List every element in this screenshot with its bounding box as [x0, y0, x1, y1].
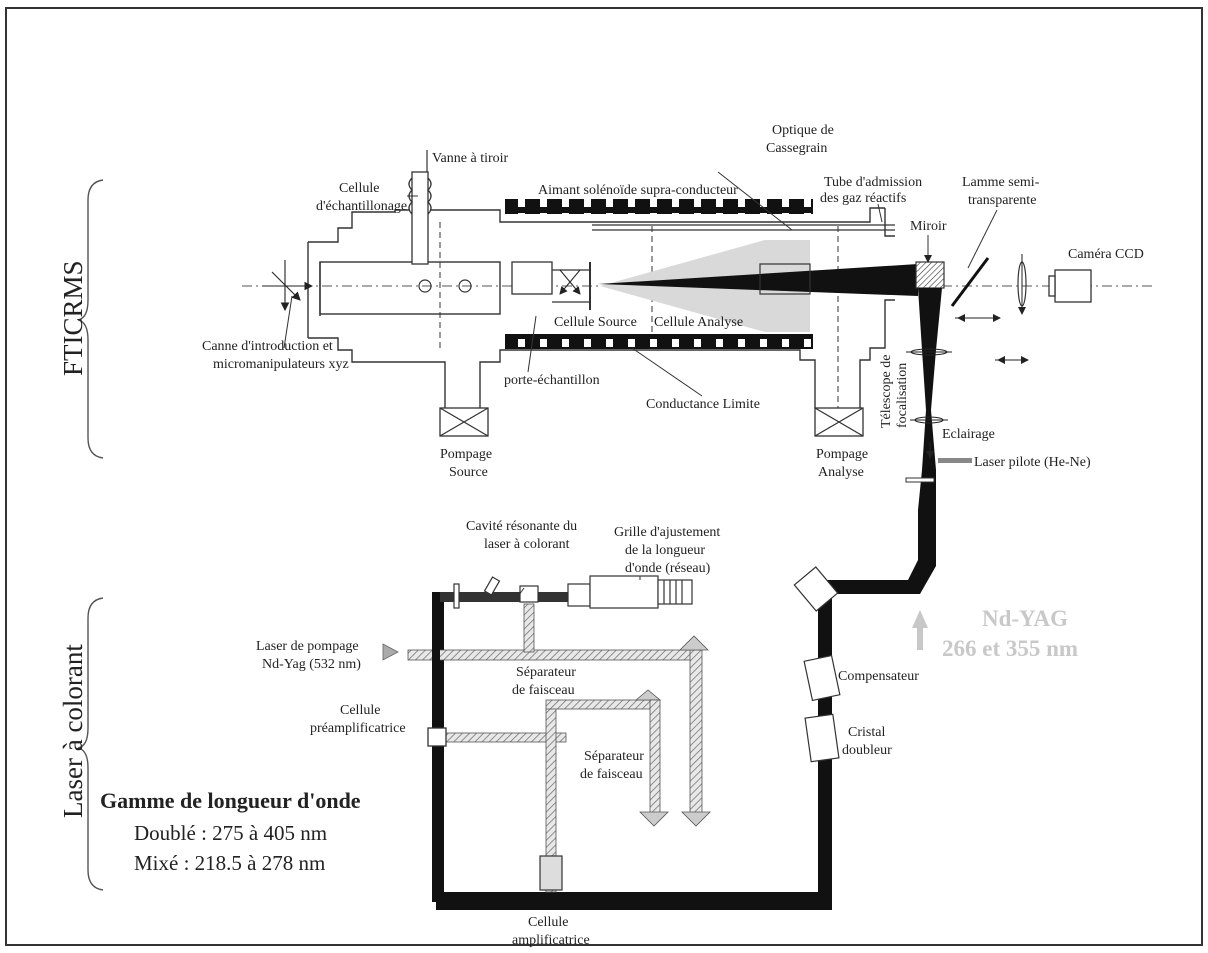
compensateur-crystal: [803, 654, 841, 702]
cellule-amplificatrice: [539, 855, 563, 891]
label-lamme-1: Lamme semi-: [962, 175, 1040, 190]
cellule-preamplificatrice: [427, 727, 447, 747]
pompage-source-box: [439, 407, 489, 437]
label-eclairage: Eclairage: [942, 427, 995, 442]
label-grille-1: Grille d'ajustement: [614, 525, 720, 540]
label-pompage-laser-2: Nd-Yag (532 nm): [262, 657, 361, 672]
miroir: [915, 261, 945, 289]
label-canne-2: micromanipulateurs xyz: [213, 357, 349, 372]
label-grille-3: d'onde (réseau): [625, 561, 711, 576]
label-ampli-1: Cellule: [528, 915, 568, 930]
label-cell-analyse: Cellule Analyse: [654, 315, 743, 330]
side-label-dye-laser: Laser à colorant: [58, 644, 88, 818]
canne-arrows: [262, 260, 314, 312]
wavelength-range-doubled: Doublé : 275 à 405 nm: [134, 821, 327, 845]
lamme-semi-transparente: [950, 257, 990, 307]
label-pompage-analyse-1: Pompage: [816, 447, 868, 462]
telescope-lenses: [906, 348, 952, 424]
sample-cell: [511, 261, 553, 295]
camera-ccd: [1048, 269, 1092, 303]
label-cellule-echant-2: d'échantillonage: [316, 199, 407, 214]
laser-beam-cassegrain: [598, 264, 918, 296]
label-vanne: Vanne à tiroir: [432, 151, 509, 166]
label-cavite-1: Cavité résonante du: [466, 519, 577, 534]
wavelength-range-mixed: Mixé : 218.5 à 278 nm: [134, 851, 325, 875]
wavelength-range-title: Gamme de longueur d'onde: [100, 788, 361, 813]
label-conductance: Conductance Limite: [646, 397, 760, 412]
label-miroir: Miroir: [910, 219, 947, 234]
label-pompage-source-2: Source: [449, 465, 488, 480]
label-canne-1: Canne d'introduction et: [202, 339, 333, 354]
label-laser-pilote: Laser pilote (He-Ne): [974, 455, 1091, 470]
pump-arrow-icon: [382, 643, 399, 661]
label-pompage-analyse-2: Analyse: [818, 465, 864, 480]
label-sep1-2: de faisceau: [512, 683, 575, 698]
brace-fticrms: [77, 179, 104, 459]
label-preamp-2: préamplificatrice: [310, 721, 406, 736]
laser-beam-vertical-upper: [918, 288, 942, 510]
label-yag-1: Nd-YAG: [982, 606, 1068, 631]
label-tube-1: Tube d'admission: [824, 175, 922, 190]
label-cavite-2: laser à colorant: [484, 537, 570, 552]
label-ampli-2: amplificatrice: [512, 933, 590, 948]
label-pompage-source-1: Pompage: [440, 447, 492, 462]
vacuum-chamber: [307, 207, 895, 436]
label-cristal-1: Cristal: [848, 725, 885, 740]
dye-laser-beams: [407, 603, 711, 893]
label-yag-2: 266 et 355 nm: [942, 636, 1078, 661]
label-sep1-1: Séparateur: [516, 665, 576, 680]
label-cellule-echant-1: Cellule: [339, 181, 379, 196]
vanne-a-tiroir: [408, 171, 432, 265]
brace-dye-laser: [77, 597, 104, 891]
outer-border: [5, 7, 1203, 946]
label-porte: porte-échantillon: [504, 373, 600, 388]
label-sep2-1: Séparateur: [584, 749, 644, 764]
label-telescope-1: Télescope de: [879, 355, 894, 428]
label-lamme-2: transparente: [968, 193, 1036, 208]
label-optique-2: Cassegrain: [766, 141, 827, 156]
label-preamp-1: Cellule: [340, 703, 380, 718]
label-optique-1: Optique de: [772, 123, 834, 138]
cavity-optics: [453, 575, 693, 609]
label-camera: Caméra CCD: [1068, 247, 1144, 262]
yag-arrow-icon: [912, 610, 928, 650]
axis-circle-2: [458, 279, 472, 293]
cassegrain-secondary: [759, 263, 811, 295]
axis-circle-1: [418, 279, 432, 293]
label-cell-source: Cellule Source: [554, 315, 637, 330]
label-grille-2: de la longueur: [625, 543, 705, 558]
label-telescope-2: focalisation: [895, 363, 910, 428]
magnet-bottom: [505, 334, 813, 349]
pompage-analyse-box: [814, 407, 864, 437]
side-label-fticrms: FTICRMS: [58, 260, 88, 376]
label-compensateur: Compensateur: [838, 669, 919, 684]
dye-cavity-beam: [436, 592, 594, 602]
label-cristal-2: doubleur: [842, 743, 892, 758]
label-sep2-2: de faisceau: [580, 767, 643, 782]
leader-lines: [283, 171, 998, 603]
label-tube-2: des gaz réactifs: [820, 191, 906, 206]
cristal-doubleur: [804, 713, 840, 763]
label-pompage-laser-1: Laser de pompage: [256, 639, 359, 654]
magnet-top: [505, 199, 813, 214]
laser-pilote-beam: [938, 458, 972, 463]
fold-mirror: [793, 566, 839, 612]
label-aimant: Aimant solénoïde supra-conducteur: [538, 183, 738, 198]
